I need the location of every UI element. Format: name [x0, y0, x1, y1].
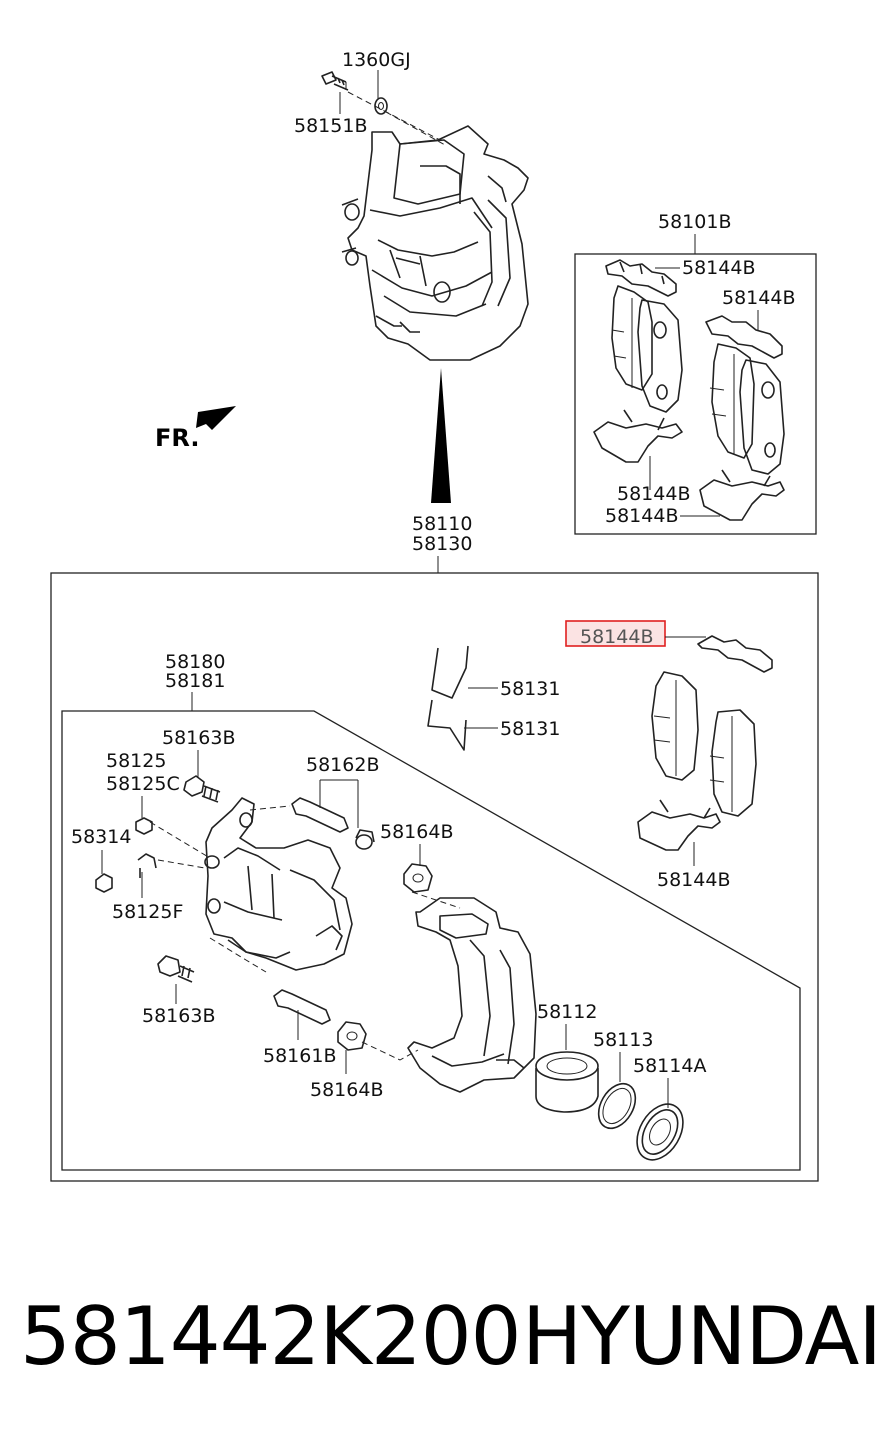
- label-58101b: 58101B: [658, 211, 731, 233]
- label-58180: 58180: [165, 651, 225, 673]
- label-58144b-highlighted: 58144B: [580, 626, 653, 648]
- label-58130: 58130: [412, 533, 472, 555]
- bushing-lower: [337, 1021, 367, 1051]
- highlight-box: [565, 620, 666, 647]
- label-58162b: 58162B: [306, 754, 379, 776]
- label-58114a: 58114A: [633, 1055, 706, 1077]
- anti-rattle-springs: [427, 645, 498, 751]
- pad-kit-box: [574, 253, 817, 535]
- label-58112: 58112: [537, 1001, 597, 1023]
- label-58181: 58181: [165, 670, 225, 692]
- caliper-body-top: [341, 125, 529, 361]
- brake-pads-main: [651, 671, 757, 817]
- brand-name: HYUNDAI: [522, 1290, 882, 1383]
- caliper-assembly-top: [321, 71, 529, 503]
- front-direction-indicator: FR.: [155, 406, 236, 452]
- label-58144b-main: 58144B: [657, 869, 730, 891]
- label-58144b-kit-3: 58144B: [617, 483, 690, 505]
- label-58125c: 58125C: [106, 773, 180, 795]
- label-58164b-1: 58164B: [380, 821, 453, 843]
- label-58131-2: 58131: [500, 718, 560, 740]
- bleeder-screw: [95, 853, 157, 893]
- guide-pin-lower: [273, 989, 331, 1025]
- guide-bolt-lower: [157, 955, 195, 983]
- label-58163b-2: 58163B: [142, 1005, 215, 1027]
- label-58125f: 58125F: [112, 901, 183, 923]
- front-arrow-icon: [196, 406, 236, 430]
- caliper-carrier-bracket: [407, 897, 537, 1093]
- label-58163b-1: 58163B: [162, 727, 235, 749]
- caliper-sub-assembly-box: [61, 710, 801, 1171]
- piston-58112: [535, 1051, 599, 1113]
- caliper-housing-main: [204, 797, 353, 971]
- guide-pins-58162b: [291, 797, 375, 850]
- label-58161b: 58161B: [263, 1045, 336, 1067]
- label-1360gj: 1360GJ: [342, 49, 411, 71]
- label-58110: 58110: [412, 513, 472, 535]
- bolt-58151b: [321, 71, 349, 91]
- label-58144b-kit-2: 58144B: [722, 287, 795, 309]
- label-58131-1: 58131: [500, 678, 560, 700]
- label-58151b: 58151B: [294, 115, 367, 137]
- guide-bolt-upper: [183, 775, 221, 803]
- pad-kit-parts: 58144B 58144B 58144B 58144B: [593, 257, 795, 527]
- assembly-arrow-icon: [431, 368, 451, 503]
- part-number: 581442K200: [20, 1290, 522, 1383]
- part-caption: 581442K200 HYUNDAI: [0, 1290, 886, 1420]
- bushing-upper: [403, 863, 433, 893]
- highlighted-part-label: 58144B: [565, 620, 666, 648]
- label-58144b-kit-4: 58144B: [605, 505, 678, 527]
- dust-boot-58114a: [636, 1103, 684, 1161]
- main-assembly-box: [50, 572, 819, 1182]
- label-58144b-kit-1: 58144B: [682, 257, 755, 279]
- label-58113: 58113: [593, 1029, 653, 1051]
- bleeder-cap: [135, 817, 153, 835]
- label-58125: 58125: [106, 750, 166, 772]
- label-58314: 58314: [71, 826, 131, 848]
- label-fr: FR.: [155, 424, 199, 452]
- piston-seal-58113: [597, 1082, 637, 1130]
- label-58164b-2: 58164B: [310, 1079, 383, 1101]
